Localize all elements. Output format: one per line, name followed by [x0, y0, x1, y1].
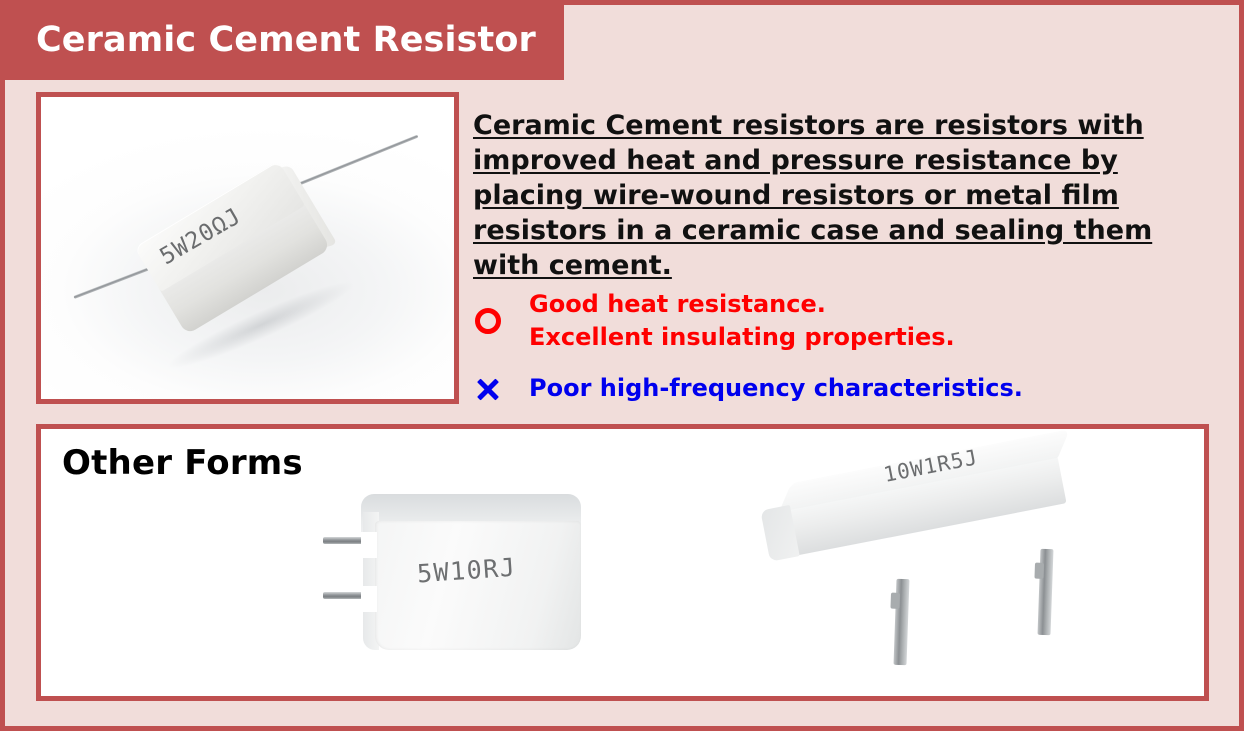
other-form-photo-2: 10W1R5J — [760, 429, 1105, 687]
form1-notch-top — [361, 532, 377, 558]
other-forms-panel: Other Forms 5W10RJ 10W1R5J — [36, 424, 1209, 701]
form2-body — [758, 429, 1071, 562]
form2-terminal-right — [1037, 548, 1054, 636]
cons-line-1: Poor high-frequency characteristics. — [529, 374, 1023, 402]
page-title: Ceramic Cement Resistor — [36, 19, 536, 60]
resistor-lead-right — [287, 134, 419, 190]
other-forms-title: Other Forms — [62, 443, 303, 483]
description-text: Ceramic Cement resistors are resistors w… — [473, 110, 1153, 281]
pros-block: Good heat resistance. Excellent insulati… — [475, 288, 955, 354]
title-bar: Ceramic Cement Resistor — [5, 5, 564, 80]
cross-x-icon — [475, 376, 501, 402]
other-form-photo-1: 5W10RJ — [317, 477, 637, 667]
form2-terminal-left — [893, 578, 910, 666]
ceramic-resistor-photo: 5W20ΩJ — [41, 97, 454, 399]
cons-block: Poor high-frequency characteristics. — [475, 372, 1023, 405]
pros-lines: Good heat resistance. Excellent insulati… — [529, 288, 955, 354]
circle-o-icon — [475, 308, 501, 334]
form1-front-face — [375, 521, 581, 650]
form1-notch-bottom — [361, 586, 377, 612]
form1-body: 5W10RJ — [361, 494, 581, 650]
main-photo-frame: 5W20ΩJ — [36, 92, 459, 404]
pros-line-2: Excellent insulating properties. — [529, 323, 955, 351]
pros-line-1: Good heat resistance. — [529, 290, 826, 318]
